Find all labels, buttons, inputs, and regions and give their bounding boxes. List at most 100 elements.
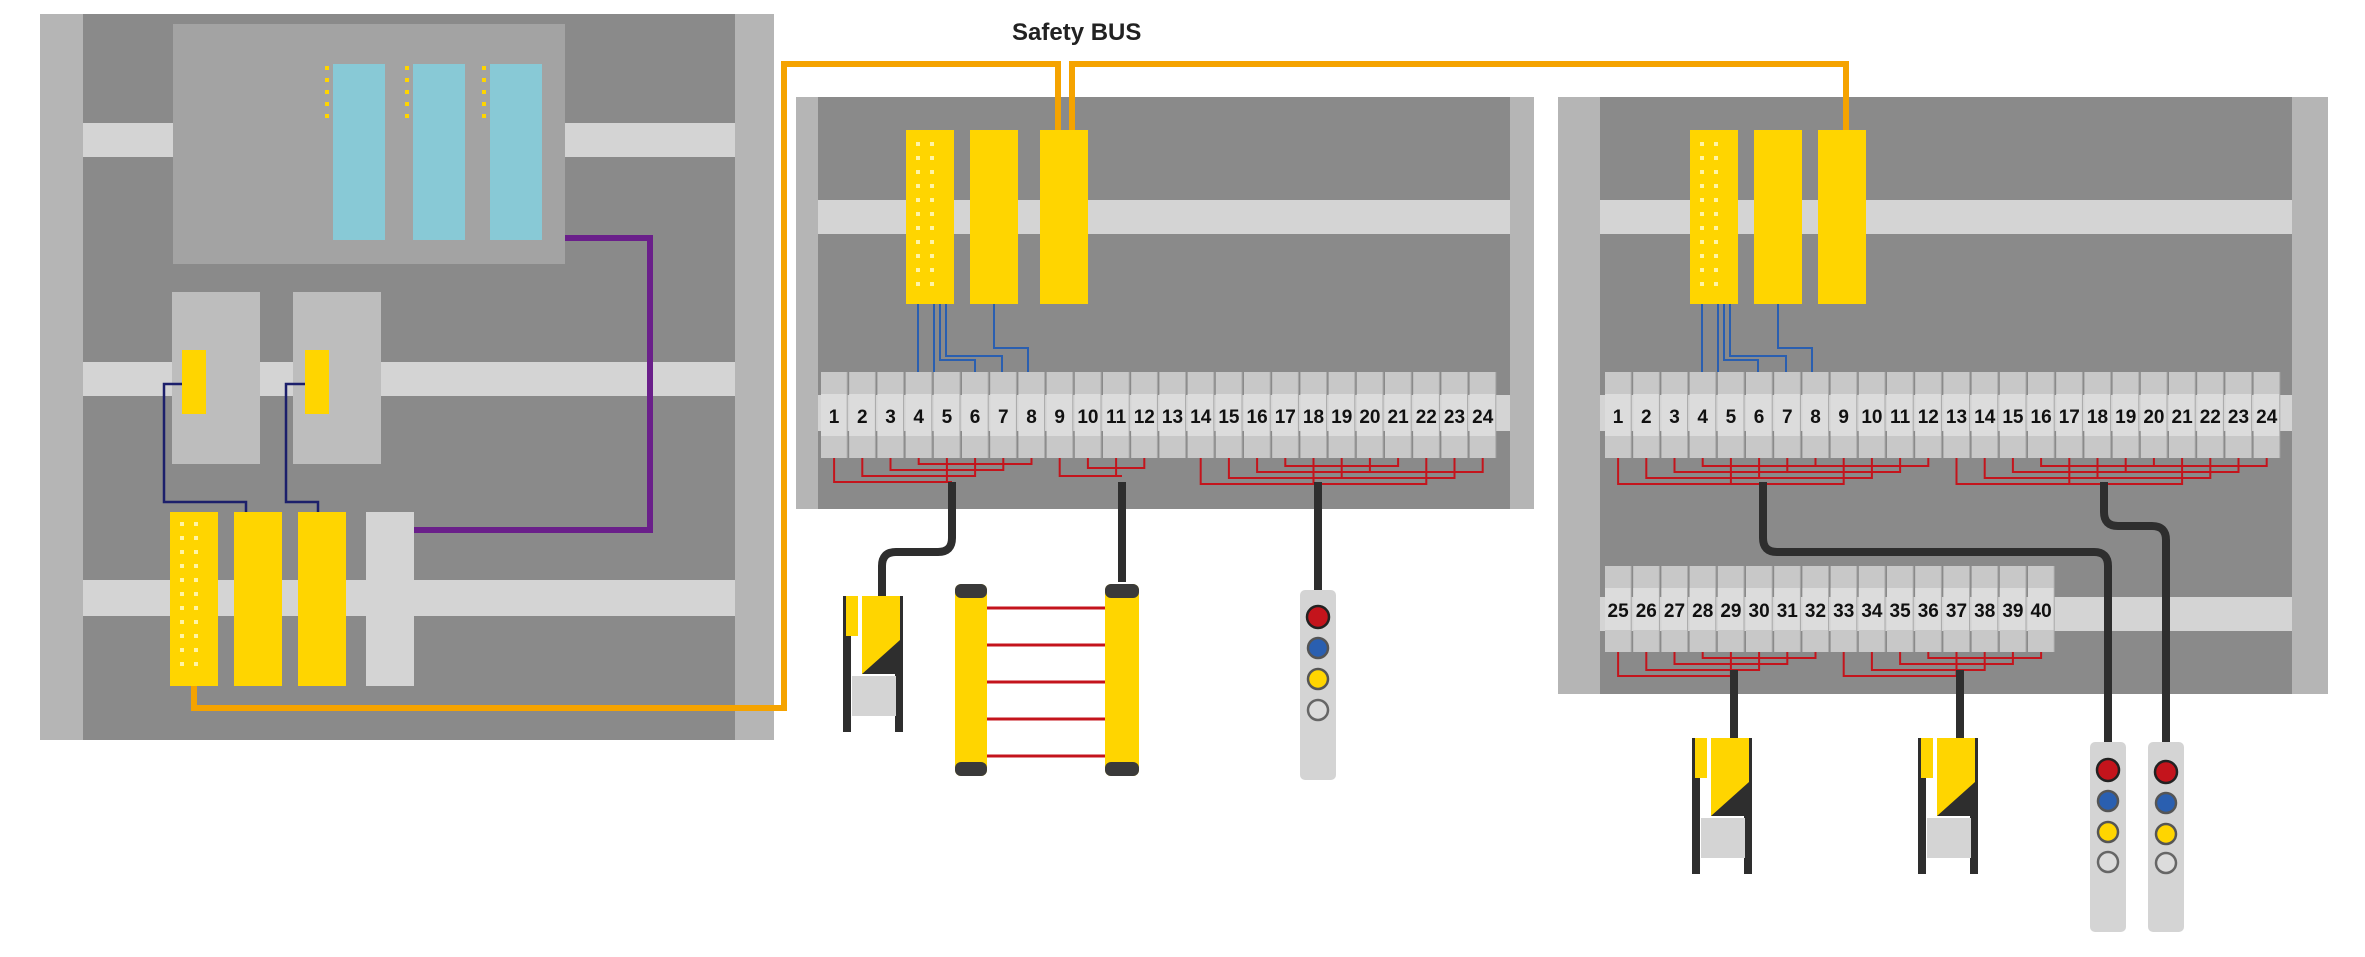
terminal-17: 17 <box>2056 372 2083 458</box>
blue-button-icon <box>1306 636 1330 660</box>
terminal-3: 3 <box>1661 372 1689 458</box>
terminal-label: 21 <box>1388 407 1410 428</box>
safety-io-module <box>970 130 1018 304</box>
white-button-icon <box>2154 851 2178 875</box>
terminal-label: 29 <box>1720 601 1741 622</box>
terminal-label: 17 <box>2059 407 2080 428</box>
terminal-label: 19 <box>1331 407 1352 428</box>
terminal-7: 7 <box>990 372 1017 458</box>
terminal-label: 37 <box>1946 601 1967 622</box>
terminal-11: 11 <box>1887 372 1914 458</box>
terminal-31: 31 <box>1774 566 1801 652</box>
terminal-label: 36 <box>1918 601 1939 622</box>
terminal-19: 19 <box>2112 372 2140 458</box>
safety-door-switch <box>1692 738 1752 874</box>
terminal-16: 16 <box>2028 372 2055 458</box>
safety-io-module <box>1754 130 1802 304</box>
terminal-label: 11 <box>1890 407 1911 428</box>
terminal-label: 21 <box>2172 407 2194 428</box>
terminal-label: 19 <box>2115 407 2136 428</box>
terminal-label: 27 <box>1664 601 1685 622</box>
terminal-label: 31 <box>1777 601 1799 622</box>
terminal-15: 15 <box>1215 372 1243 458</box>
terminal-9: 9 <box>1046 372 1074 458</box>
terminal-4: 4 <box>1689 372 1717 458</box>
terminal-label: 38 <box>1974 601 1995 622</box>
terminal-label: 9 <box>1838 407 1849 428</box>
terminal-24: 24 <box>1469 372 1497 458</box>
terminal-6: 6 <box>962 372 989 458</box>
terminal-34: 34 <box>1858 566 1886 652</box>
terminal-11: 11 <box>1103 372 1130 458</box>
terminal-37: 37 <box>1943 566 1971 652</box>
terminal-16: 16 <box>1244 372 1271 458</box>
control-station <box>2090 742 2126 932</box>
safety-door-switch <box>843 596 903 732</box>
profibus-cable <box>414 235 653 533</box>
terminal-23: 23 <box>1441 372 1469 458</box>
terminal-13: 13 <box>1159 372 1187 458</box>
terminal-1: 1 <box>1605 372 1632 458</box>
safety-bus-module <box>1040 130 1088 304</box>
terminal-label: 26 <box>1636 601 1657 622</box>
safety-light-curtain <box>955 584 1139 776</box>
terminal-35: 35 <box>1887 566 1914 652</box>
terminal-label: 15 <box>2002 407 2024 428</box>
terminal-label: 5 <box>1726 407 1737 428</box>
terminal-label: 11 <box>1106 407 1127 428</box>
terminal-7: 7 <box>1774 372 1801 458</box>
terminal-label: 16 <box>2031 407 2052 428</box>
terminal-label: 32 <box>1805 601 1826 622</box>
field-cables <box>878 482 2170 742</box>
terminal-label: 24 <box>1472 407 1494 428</box>
terminal-label: 3 <box>885 407 896 428</box>
terminal-label: 1 <box>1613 407 1624 428</box>
terminal-8: 8 <box>1802 372 1830 458</box>
terminal-14: 14 <box>1971 372 1999 458</box>
terminal-label: 40 <box>2031 601 2052 622</box>
white-button-icon <box>1306 698 1330 722</box>
terminal-label: 9 <box>1054 407 1065 428</box>
terminal-18: 18 <box>1300 372 1328 458</box>
control-station <box>2148 742 2184 932</box>
terminal-21: 21 <box>2169 372 2196 458</box>
terminal-label: 13 <box>1946 407 1967 428</box>
safety-io-module <box>298 512 346 686</box>
safety-relay <box>305 350 329 414</box>
terminal-label: 13 <box>1162 407 1183 428</box>
plc-cabinet <box>40 14 774 740</box>
terminal-label: 6 <box>1754 407 1765 428</box>
safety-controller-head <box>170 512 218 686</box>
terminal-39: 39 <box>1999 566 2027 652</box>
terminal-label: 18 <box>2087 407 2108 428</box>
terminal-label: 16 <box>1247 407 1268 428</box>
terminal-label: 2 <box>1641 407 1652 428</box>
terminal-label: 5 <box>942 407 953 428</box>
terminal-10: 10 <box>1074 372 1102 458</box>
safety-bus-cable <box>191 61 1849 711</box>
terminal-27: 27 <box>1661 566 1689 652</box>
yellow-button-icon <box>2154 822 2178 846</box>
terminal-label: 17 <box>1275 407 1296 428</box>
terminal-5: 5 <box>933 372 961 458</box>
terminal-30: 30 <box>1746 566 1773 652</box>
terminal-4: 4 <box>905 372 933 458</box>
terminal-label: 7 <box>998 407 1009 428</box>
terminal-6: 6 <box>1746 372 1773 458</box>
terminal-21: 21 <box>1385 372 1412 458</box>
terminal-32: 32 <box>1802 566 1830 652</box>
terminal-label: 12 <box>1918 407 1939 428</box>
terminal-label: 22 <box>2200 407 2221 428</box>
terminal-label: 15 <box>1218 407 1240 428</box>
terminal-24: 24 <box>2253 372 2281 458</box>
safety-bus-label: Safety BUS <box>1012 19 1141 46</box>
terminal-label: 3 <box>1669 407 1680 428</box>
terminal-label: 2 <box>857 407 868 428</box>
terminal-label: 8 <box>1810 407 1821 428</box>
terminal-23: 23 <box>2225 372 2253 458</box>
terminal-13: 13 <box>1943 372 1971 458</box>
terminal-label: 10 <box>1077 407 1098 428</box>
